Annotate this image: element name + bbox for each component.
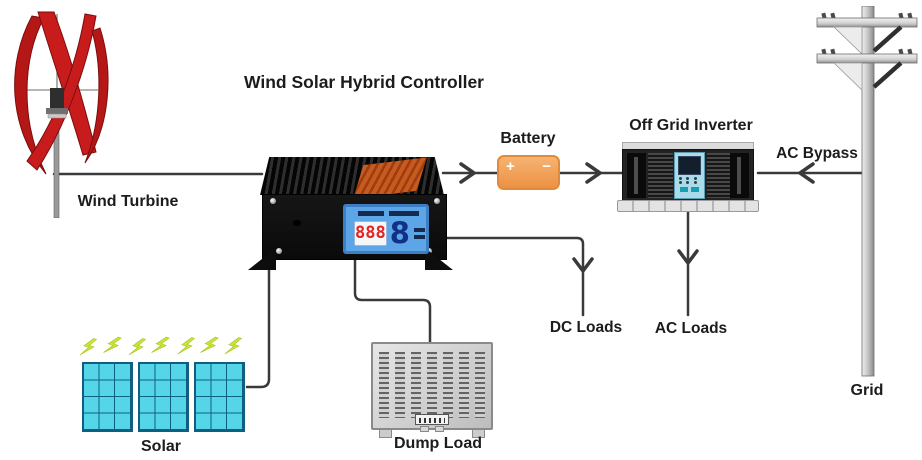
solar-panel [138,362,189,432]
diagram-title: Wind Solar Hybrid Controller [244,72,484,92]
controller-lcd-display: 888 8 [343,204,429,254]
screw-icon [270,198,276,204]
label-ac-loads: AC Loads [654,320,728,337]
inverter-control-panel [674,152,705,199]
inverter-left-vent [627,153,646,198]
inverter-buttons [679,177,700,184]
inverter-body [622,149,754,202]
label-wind-turbine: Wind Turbine [77,193,179,210]
solar-panels [82,362,245,432]
inverter-right-vent [730,153,749,198]
inverter-grille [648,153,673,198]
label-battery: Battery [500,130,556,147]
dump-load-connector [435,426,444,432]
label-grid: Grid [850,382,884,399]
dump-load-foot [379,429,392,438]
wind-turbine-icon [14,11,109,218]
battery-negative-terminal: − [542,158,551,175]
lcd-digit-readout: 888 [354,220,387,246]
label-off-grid-inverter: Off Grid Inverter [629,117,753,134]
dump-load-connector [420,426,429,432]
dump-load-terminal-block [415,414,449,425]
screw-icon [276,248,282,254]
label-solar: Solar [140,438,182,455]
battery-icon: + − [497,155,560,190]
inverter-screen [678,156,701,175]
solar-array [80,332,250,434]
screw-icon [434,198,440,204]
wire-dump-load [353,254,432,347]
controller-heatsink [260,157,444,195]
lcd-status-bars [358,211,423,216]
utility-pole-icon [816,6,918,377]
battery-positive-terminal: + [506,158,515,175]
off-grid-inverter [617,142,759,214]
wire-solar-to-controller [245,256,271,389]
sunlight-bolts-icon [80,333,242,359]
hybrid-controller: 888 8 [248,152,453,272]
inverter-grille [707,153,732,198]
dump-load-resistor [371,342,493,442]
inverter-base-tray [617,200,759,212]
label-dc-loads: DC Loads [549,319,623,336]
arrow-ac-bypass-icon [798,162,815,184]
arrow-dc-loads-icon [572,257,594,273]
controller-port [293,220,301,226]
arrow-to-inverter-icon [585,162,602,184]
label-ac-bypass: AC Bypass [776,145,858,162]
inverter-keys [675,187,704,192]
label-dump-load: Dump Load [394,435,482,452]
lcd-amp-digit: 8 [389,216,410,250]
controller-label-stripe [353,157,427,195]
solar-panel [82,362,133,432]
solar-panel [194,362,245,432]
dump-load-foot [472,429,485,438]
screw-icon [426,248,432,254]
arrow-to-battery-icon [459,162,476,184]
arrow-ac-loads-icon [677,249,699,265]
wire-dc-loads [438,236,585,317]
lcd-unit-bars [413,227,425,239]
